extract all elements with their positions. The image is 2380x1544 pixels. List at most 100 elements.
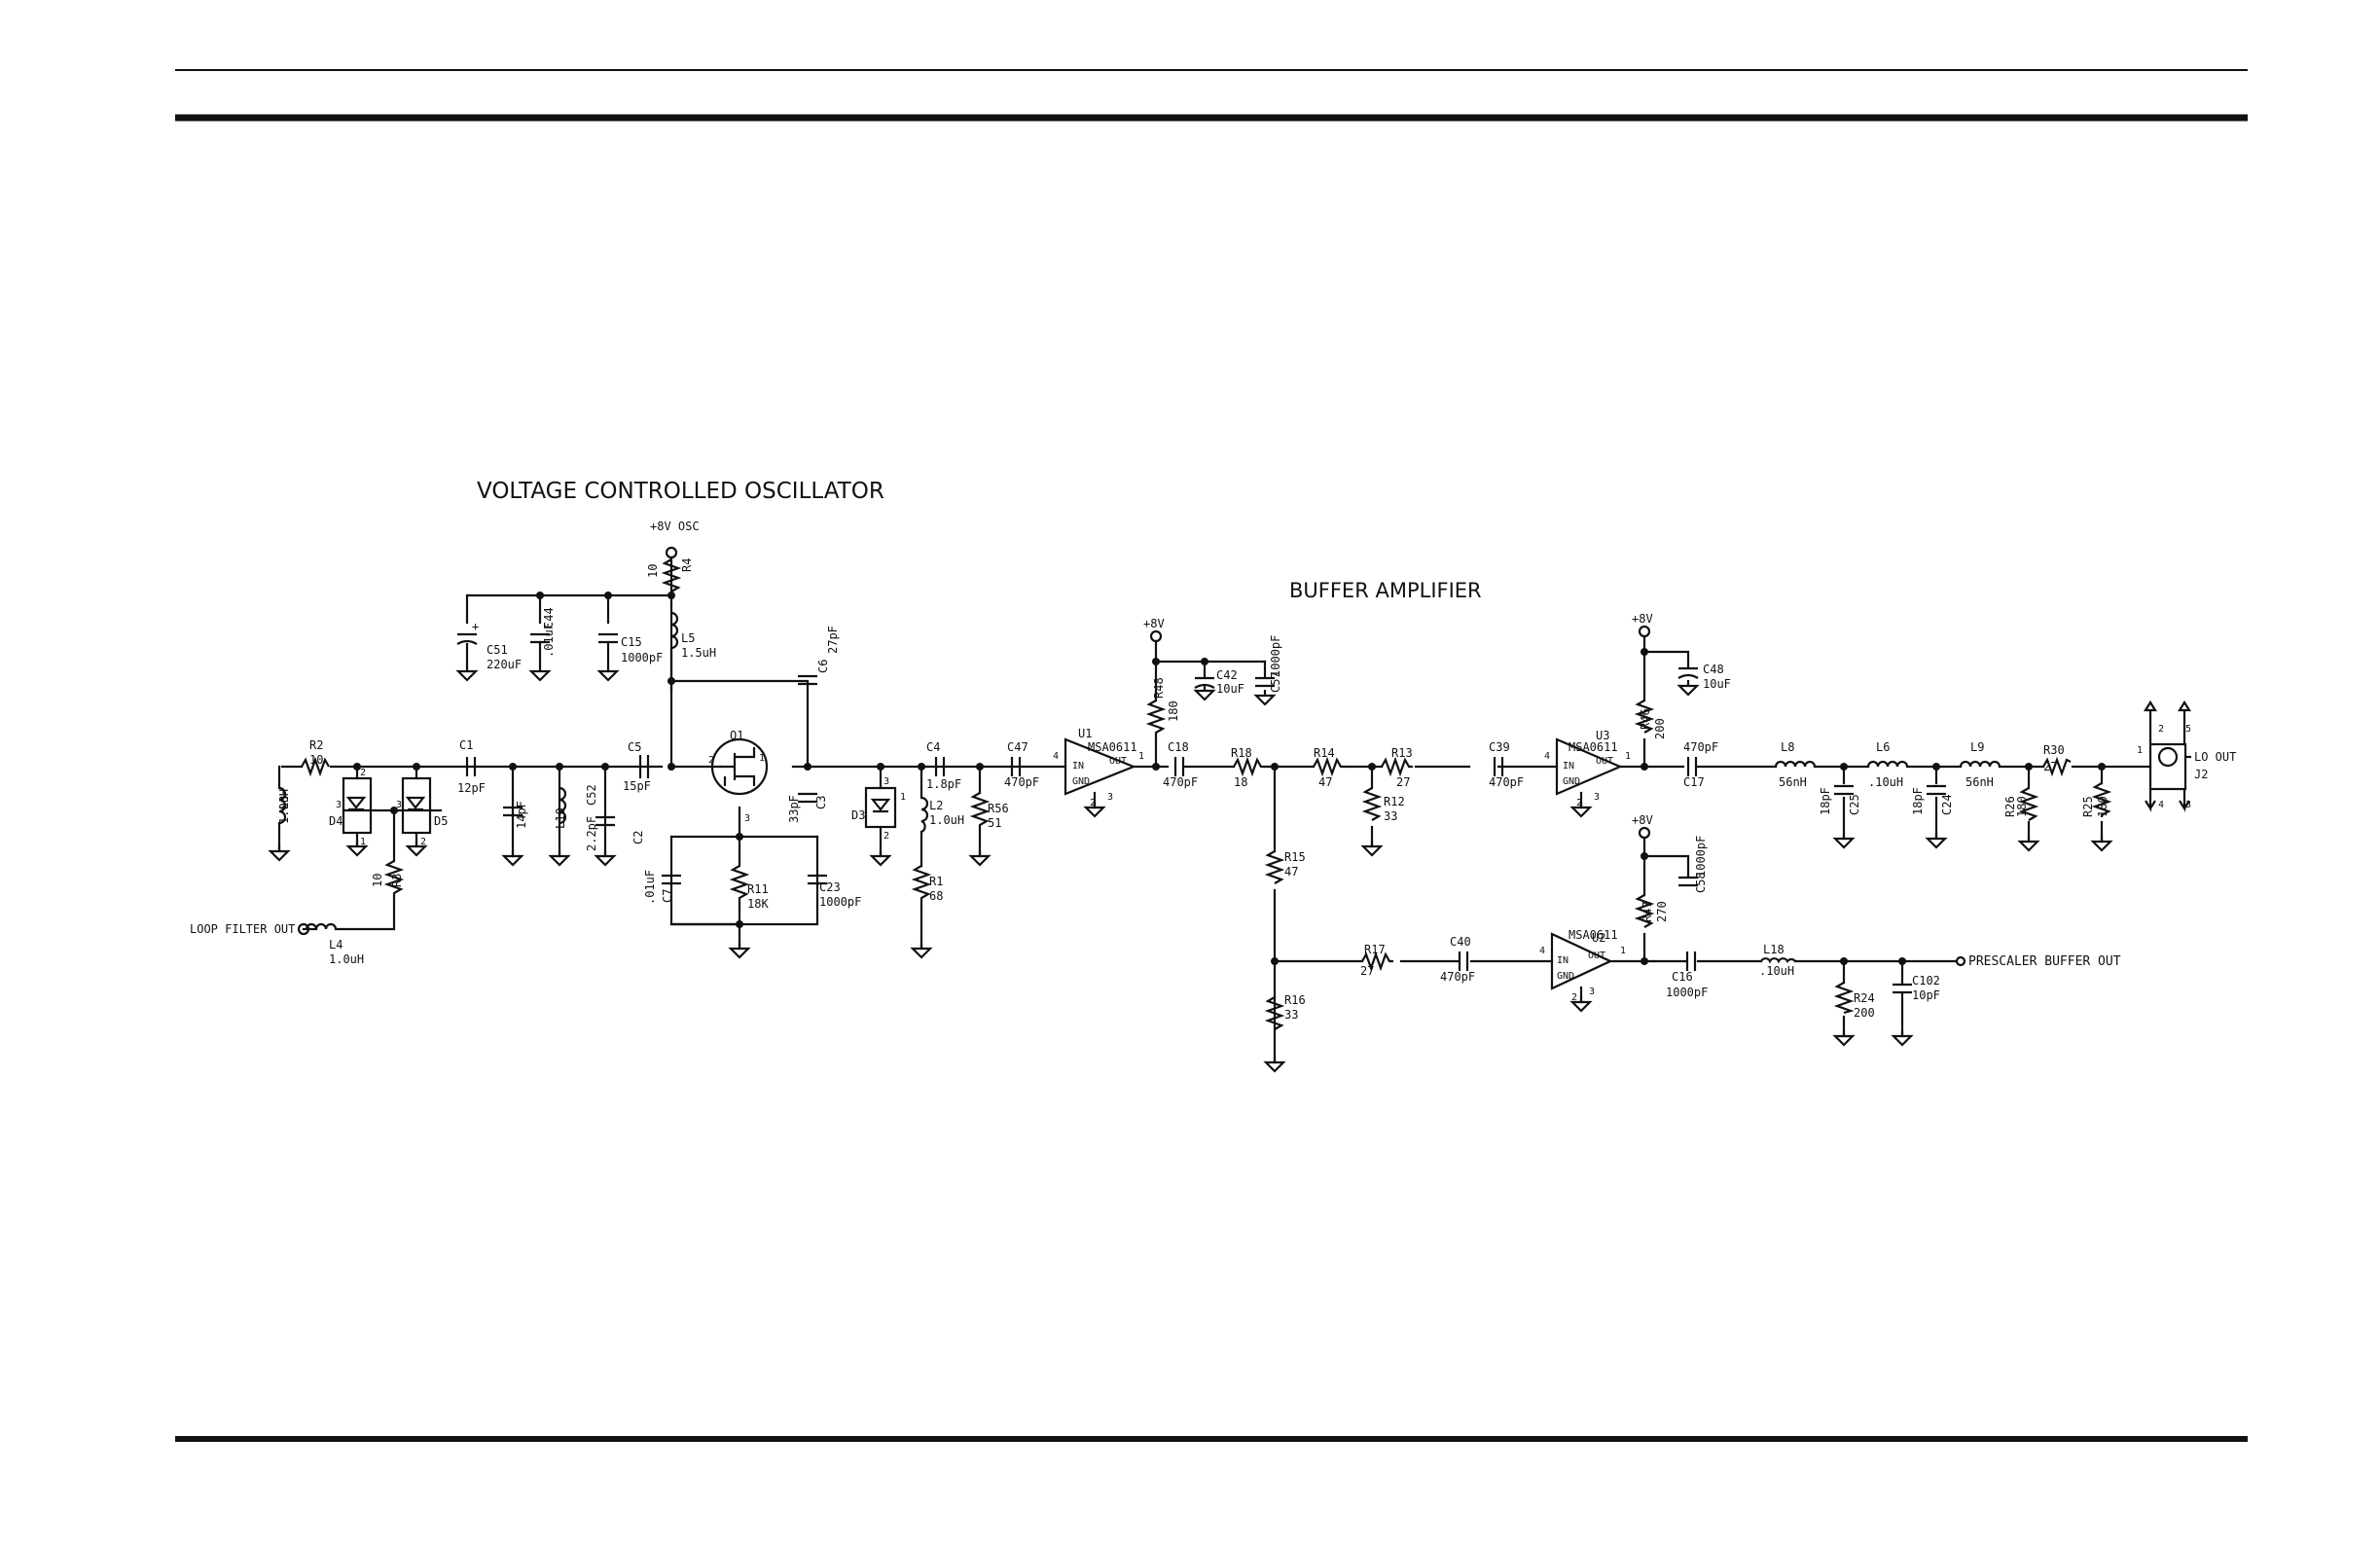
r46-value: 200	[1653, 718, 1667, 739]
l6-ref: L6	[1876, 740, 1890, 754]
r30-value: 27	[2043, 760, 2057, 773]
capacitor-c18	[1173, 757, 1185, 776]
r17-value: 27	[1360, 964, 1374, 978]
capacitor-c51: +	[456, 620, 479, 645]
c51-ref: C51	[487, 643, 508, 657]
c24-ref: C24	[1940, 794, 1954, 815]
ground-symbol	[1925, 833, 1948, 849]
inductor-l18	[1760, 957, 1796, 964]
capacitor-c39	[1493, 757, 1504, 776]
buffer-section-title: BUFFER AMPLIFIER	[1289, 579, 1482, 602]
ground-symbol	[910, 943, 933, 959]
connector-j2	[2144, 700, 2191, 812]
port-prescaler-buffer-out: PRESCALER BUFFER OUT	[1968, 954, 2121, 969]
r24-value: 200	[1854, 1006, 1875, 1020]
ground-symbol	[1891, 1030, 1914, 1047]
resistor-r4	[661, 558, 682, 592]
inductor-l2	[920, 796, 929, 834]
resistor-r48	[1145, 700, 1167, 739]
supply-u1-label: +8V	[1143, 617, 1165, 630]
resistor-r18	[1233, 756, 1265, 777]
ground-symbol	[869, 850, 892, 867]
c52-value: 2.2pF	[585, 816, 598, 851]
c51-value: 220uF	[487, 658, 522, 671]
c39-ref: C39	[1489, 740, 1510, 754]
c17-value: 470pF	[1683, 740, 1718, 754]
svg-text:1: 1	[1625, 751, 1631, 762]
c23-ref: C23	[819, 880, 841, 894]
r26-value: 180	[2015, 796, 2029, 817]
c15-ref: C15	[621, 635, 642, 649]
resistor-r56	[969, 792, 991, 832]
u2-value: MSA0611	[1569, 928, 1618, 942]
svg-text:4: 4	[1053, 751, 1059, 762]
vco-section-title: VOLTAGE CONTROLLED OSCILLATOR	[477, 479, 884, 504]
svg-text:1: 1	[360, 837, 366, 847]
svg-text:2: 2	[1090, 798, 1096, 808]
l5-value: 1.5uH	[681, 646, 716, 660]
r17-ref: R17	[1364, 943, 1386, 956]
c47-value: 470pF	[1004, 775, 1039, 789]
r30-ref: R30	[2043, 743, 2065, 757]
transistor-q1	[710, 737, 769, 796]
port-loop-filter-out: LOOP FILTER OUT	[190, 922, 295, 936]
c58-value: 1000pF	[1694, 836, 1708, 878]
supply-osc-label: +8V OSC	[650, 520, 700, 533]
svg-text:+: +	[472, 620, 479, 633]
capacitor-c52	[595, 815, 615, 827]
resistors	[301, 558, 2112, 1030]
ground-symbol	[1263, 1057, 1286, 1073]
u3-value: MSA0611	[1569, 740, 1618, 754]
c57-ref: C57	[1269, 671, 1282, 693]
r1-ref: R1	[929, 875, 943, 888]
ground-symbol	[2017, 836, 2040, 852]
svg-text:2: 2	[1576, 798, 1582, 808]
c1-ref: C1	[459, 738, 473, 752]
c5-ref: C5	[628, 740, 641, 754]
l9-ref: L9	[1970, 740, 1984, 754]
c25-ref: C25	[1848, 794, 1861, 815]
capacitor-c40	[1458, 952, 1469, 971]
c58-ref: C58	[1694, 872, 1708, 893]
capacitor-c58	[1678, 876, 1698, 887]
inductor-l10	[559, 786, 567, 825]
ground-symbol	[1832, 833, 1856, 849]
u2-out-pin: OUT	[1588, 951, 1605, 961]
capacitor-c15	[598, 632, 618, 644]
ground-symbol	[1360, 841, 1384, 857]
c3-ref: C3	[814, 796, 828, 809]
c7-value: .01uF	[643, 870, 657, 905]
port-lo-out: LO OUT	[2194, 750, 2236, 764]
svg-text:3: 3	[883, 776, 889, 787]
r3-value: 10	[371, 874, 384, 887]
r4-ref: R4	[680, 558, 694, 572]
l10-ref: L10	[554, 808, 567, 829]
c40-value: 470pF	[1440, 970, 1475, 984]
capacitor-c6	[798, 674, 817, 686]
c102-ref: C102	[1912, 974, 1940, 987]
c40-ref: C40	[1450, 935, 1471, 949]
ground-symbols	[268, 640, 2113, 1073]
d3-ref: D3	[851, 808, 865, 822]
pin-numbers: 2 3 1 3 2 2 1 3 3 1 2 4 1 2 3 4 1 2 3 4 …	[336, 724, 2191, 1003]
r13-value: 27	[1396, 775, 1410, 789]
l4-value: 1.0uH	[329, 952, 364, 966]
c7-ref: C7	[661, 889, 674, 903]
u2-ref: U2	[1592, 931, 1605, 945]
u1-in-pin: IN	[1072, 761, 1084, 772]
ground-symbol	[1677, 680, 1700, 697]
u3-in-pin: IN	[1563, 761, 1574, 772]
capacitor-c48	[1677, 666, 1699, 679]
r18-ref: R18	[1231, 746, 1252, 760]
resistor-r14	[1313, 756, 1345, 777]
svg-text:2: 2	[1571, 992, 1577, 1003]
c15-value: 1000pF	[621, 651, 663, 664]
l3-ref: L3	[277, 796, 291, 809]
capacitor-c4	[934, 757, 946, 776]
r46-ref: R46	[1639, 708, 1652, 730]
ground-symbol	[1253, 690, 1277, 706]
resistor-r30	[2042, 756, 2072, 777]
r25-value: 180	[2096, 796, 2110, 817]
l3-value: 1.0uH	[277, 789, 291, 824]
